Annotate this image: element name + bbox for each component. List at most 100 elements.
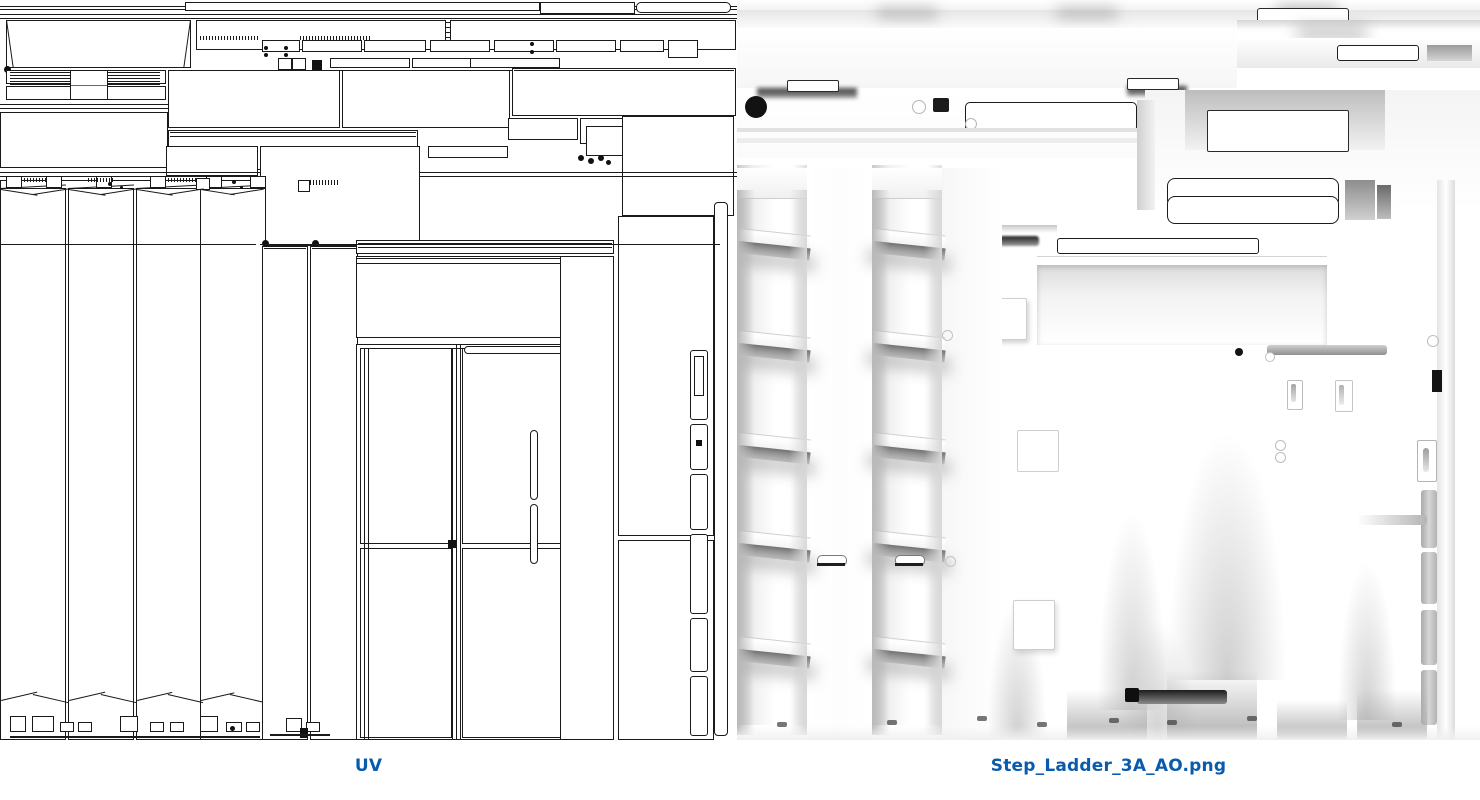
- ao-gap: [807, 168, 872, 740]
- uv-edge: [264, 248, 306, 249]
- uv-vertex-dot: [240, 186, 243, 189]
- uv-vertex-dot: [530, 50, 534, 54]
- uv-small-shell: [494, 40, 554, 52]
- uv-edge: [0, 108, 170, 109]
- ao-occlusion: [737, 190, 755, 735]
- ao-speck: [777, 722, 787, 727]
- ao-occlusion: [789, 190, 807, 735]
- uv-edge: [514, 70, 734, 71]
- uv-solid-marker: [312, 60, 322, 70]
- uv-edge: [0, 244, 256, 245]
- uv-strip-shell: [70, 70, 108, 100]
- uv-long-bar-shell: [185, 2, 540, 11]
- uv-vertex-dot: [264, 46, 268, 50]
- ao-dark-edge: [1432, 370, 1442, 392]
- uv-dense-shells: [300, 36, 370, 40]
- uv-rail-shell: [262, 246, 308, 740]
- uv-small-shell: [262, 40, 300, 52]
- ao-occlusion: [737, 726, 1480, 740]
- ao-hardware: [817, 563, 845, 566]
- ao-plate: [787, 80, 839, 92]
- ao-bar: [1421, 610, 1437, 665]
- uv-edge: [10, 736, 260, 738]
- uv-dense-shells: [168, 178, 196, 182]
- uv-edge: [0, 18, 737, 19]
- uv-cap-shell: [6, 20, 191, 68]
- uv-small-shell: [302, 40, 362, 52]
- uv-rail-shell: [68, 188, 134, 740]
- uv-vertex-dot: [530, 42, 534, 46]
- ao-texture-panel[interactable]: [737, 0, 1480, 740]
- uv-dense-shells: [200, 36, 260, 40]
- ao-dark-edge: [999, 236, 1039, 246]
- ao-bar: [1357, 515, 1427, 525]
- ao-band: [737, 0, 1480, 10]
- uv-wireframe-canvas[interactable]: [0, 0, 737, 740]
- ao-plate: [965, 102, 1137, 132]
- ao-block: [1427, 45, 1472, 61]
- uv-rounded-shell: [530, 504, 538, 564]
- uv-rounded-shell: [690, 676, 708, 736]
- uv-edge: [6, 20, 191, 21]
- ao-occlusion: [1057, 8, 1117, 18]
- ao-occlusion: [1167, 430, 1287, 680]
- ao-speck: [1247, 716, 1257, 721]
- ao-rail: [1137, 100, 1155, 210]
- uv-solid-marker: [300, 728, 308, 738]
- ao-dot: [1235, 348, 1243, 356]
- uv-face-shell: [260, 146, 420, 246]
- uv-face-shell: [512, 68, 736, 116]
- uv-face-shell: [0, 112, 168, 168]
- uv-vertex-dot: [262, 240, 269, 247]
- uv-small-shell: [278, 58, 292, 70]
- ao-occlusion: [924, 190, 942, 735]
- uv-edge: [270, 734, 330, 736]
- uv-vertex-dot: [4, 66, 11, 73]
- uv-rail-shell: [136, 188, 202, 740]
- uv-vertex-dot: [598, 155, 604, 161]
- ao-circle: [1427, 335, 1439, 347]
- uv-vertex-dot: [284, 46, 288, 50]
- uv-edge: [260, 244, 720, 245]
- uv-small-shell: [6, 176, 22, 188]
- ao-circle: [1265, 352, 1275, 362]
- ao-bake-canvas[interactable]: [737, 0, 1480, 740]
- ao-tag: [1013, 600, 1055, 650]
- uv-small-shell: [430, 40, 490, 52]
- uv-small-shell: [150, 176, 166, 188]
- uv-face-shell: [342, 70, 510, 128]
- ao-occlusion: [1297, 28, 1367, 38]
- ao-dark-edge: [757, 88, 857, 98]
- uv-small-shell: [298, 180, 310, 192]
- uv-vertex-dot: [312, 240, 319, 247]
- ao-recess: [1037, 265, 1327, 345]
- uv-vertex-dot: [120, 186, 123, 189]
- uv-edge: [170, 136, 416, 137]
- ao-bar: [1339, 385, 1344, 405]
- uv-solid-marker: [448, 540, 456, 548]
- ao-plate: [1207, 110, 1349, 152]
- uv-panel-label: UV: [354, 756, 383, 776]
- ao-speck: [887, 720, 897, 725]
- uv-dense-shells: [24, 178, 46, 182]
- ao-occlusion: [872, 190, 890, 735]
- uv-small-shell: [32, 716, 54, 732]
- ao-speck: [1037, 722, 1047, 727]
- uv-vertex-dot: [264, 53, 268, 57]
- uv-rounded-shell: [690, 534, 708, 614]
- uv-vertex-dot: [232, 180, 236, 184]
- uv-vertex-dot: [284, 53, 288, 57]
- uv-vertex-dot: [578, 155, 584, 161]
- ao-speck: [1167, 720, 1177, 725]
- uv-sub-shell: [360, 348, 452, 544]
- uv-face-shell: [622, 116, 734, 216]
- uv-edge: [0, 14, 737, 15]
- ao-dot: [745, 96, 767, 118]
- ao-dot: [933, 98, 949, 112]
- ao-panel-label: Step_Ladder_3A_AO.png: [990, 756, 1227, 776]
- ao-occlusion: [877, 8, 937, 18]
- ao-tag: [1017, 430, 1059, 472]
- uv-dense-shell: [166, 146, 258, 176]
- uv-layout-panel[interactable]: [0, 0, 737, 740]
- uv-rail-shell: [560, 256, 614, 740]
